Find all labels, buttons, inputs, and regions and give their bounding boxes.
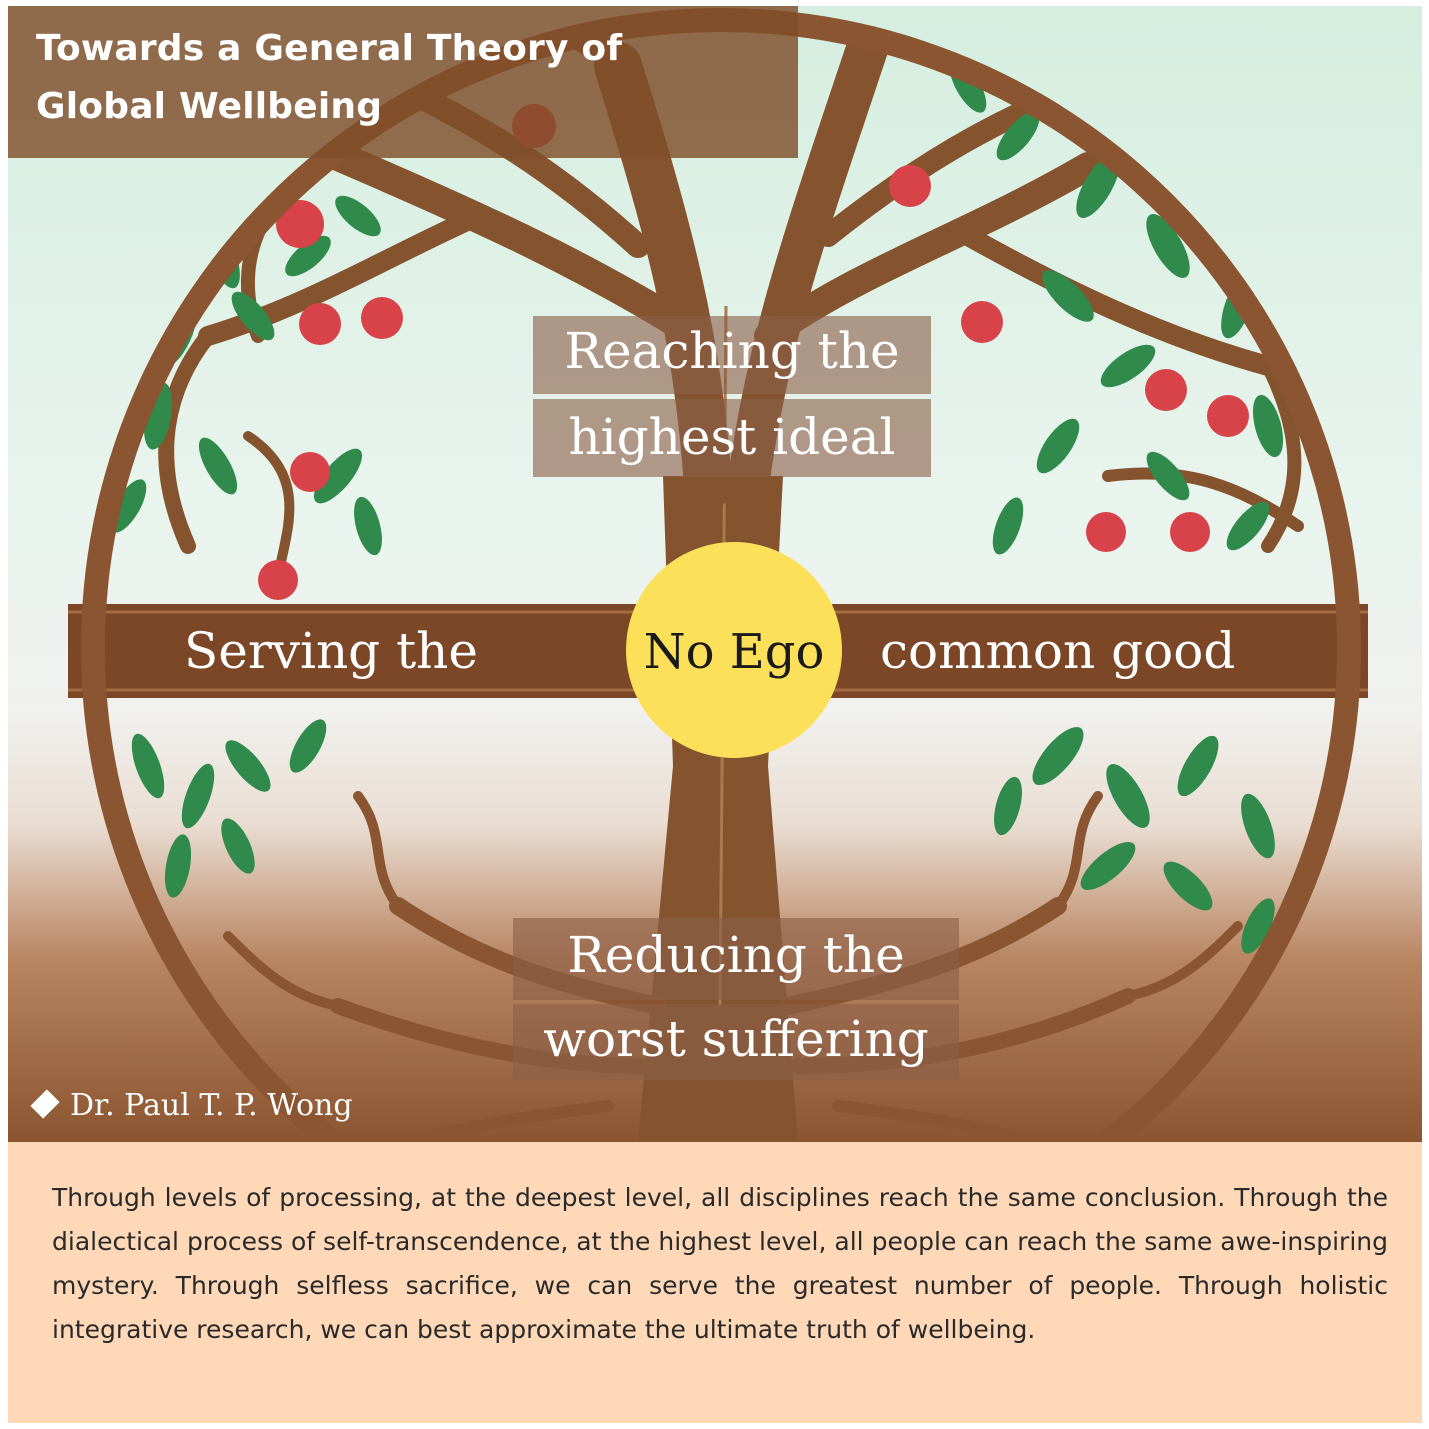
author-name: Dr. Paul T. P. Wong (70, 1088, 353, 1123)
left-label: Serving the (184, 622, 478, 680)
infographic: Towards a General Theory of Global Wellb… (8, 6, 1422, 1423)
no-ego-circle (626, 542, 842, 758)
top-label-box-1 (533, 316, 931, 394)
top-label-line-1: Reaching the (564, 322, 900, 380)
top-label-box-2 (533, 399, 931, 477)
leaves (109, 59, 1284, 954)
center-label: No Ego (643, 624, 825, 680)
bottom-label-line-1: Reducing the (567, 926, 905, 984)
top-label-line-2: highest ideal (568, 408, 896, 466)
bottom-label-line-2: worst suffering (543, 1010, 929, 1068)
title-banner (8, 6, 798, 158)
right-label: common good (880, 622, 1236, 680)
bottom-label-box-1 (513, 918, 959, 1000)
caption-text: Through levels of processing, at the dee… (52, 1183, 1388, 1344)
bottom-label-box-2 (513, 1004, 959, 1080)
title-line-1: Towards a General Theory of (36, 28, 623, 69)
author-credit: Dr. Paul T. P. Wong (30, 1088, 353, 1123)
title-line-2: Global Wellbeing (36, 86, 383, 127)
caption-panel (8, 1142, 1422, 1423)
apples (258, 104, 1249, 600)
